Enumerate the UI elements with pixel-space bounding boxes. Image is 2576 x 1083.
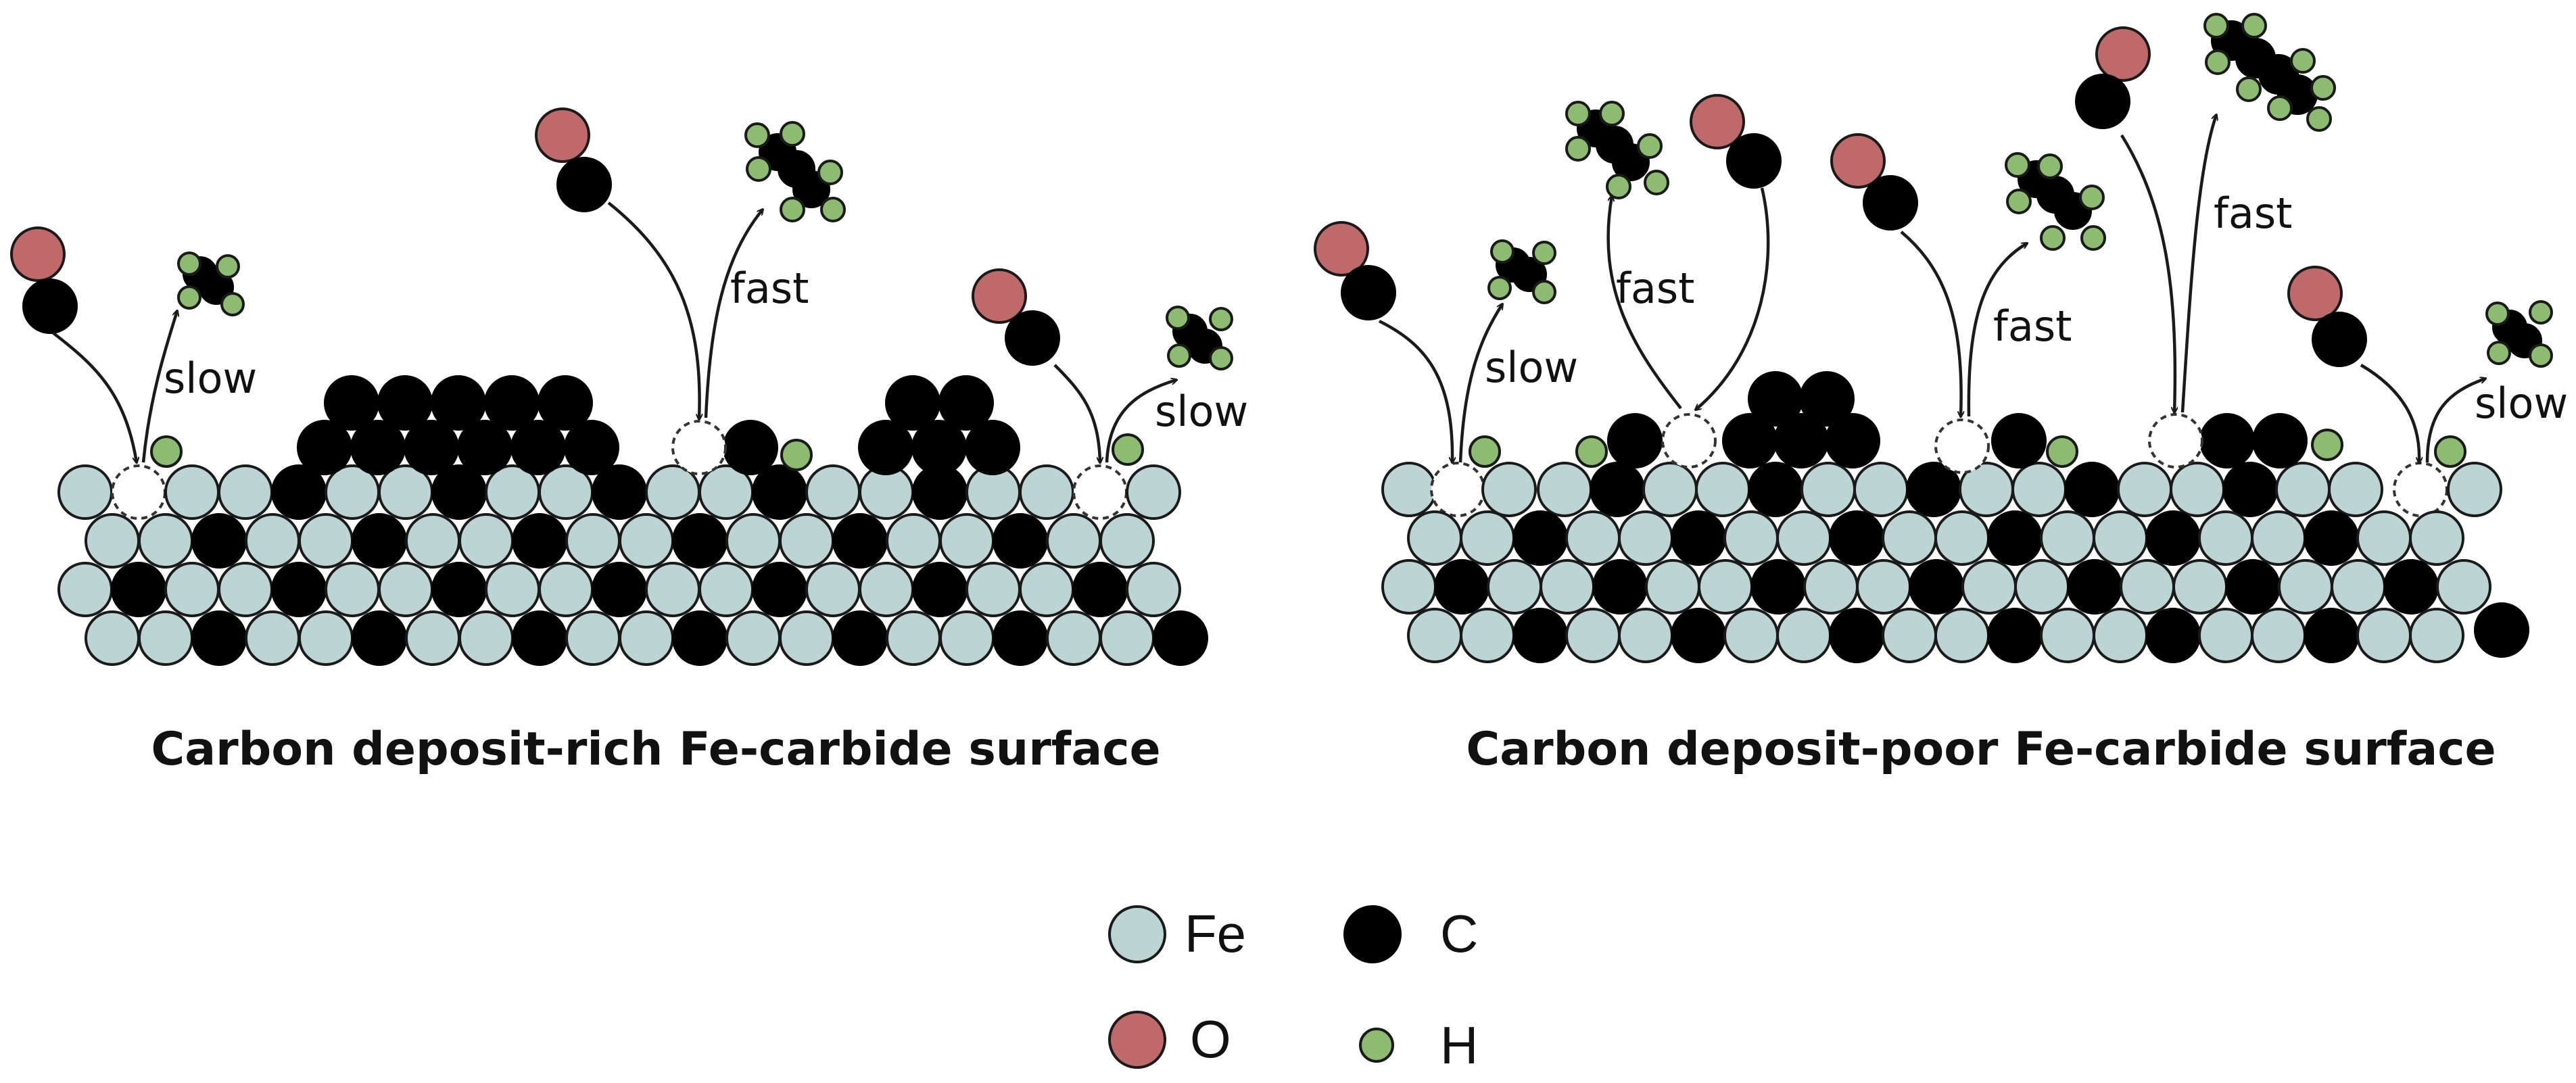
vacancy [1934,418,1990,474]
right-panel-caption: Carbon deposit-poor Fe-carbide surface [1466,723,2496,776]
o-label: O [1190,1009,1231,1069]
slow-label: slow [164,354,257,403]
oxygen-atom [10,226,66,282]
carbon-atom [1341,265,1396,320]
carbon-atom [1005,310,1060,366]
oxygen-atom [2095,26,2151,82]
oxygen-atom [2287,266,2343,321]
left-site-a-slow: slow [10,226,257,468]
hydrogen-atom [780,439,813,471]
oxygen-atom [972,268,1027,324]
hydrocarbon-product [744,121,846,222]
vacancy [1072,464,1128,520]
h-swatch [1359,1028,1394,1063]
right-site-3-fast: fast [1830,133,2106,416]
right-site-2-fast: fast [1565,94,1782,410]
vacancy [111,464,166,520]
oxygen-atom [1830,133,1886,189]
left-lattice [57,464,1208,666]
fast-label: fast [730,264,809,313]
vacancy [1661,413,1717,468]
fast-label: fast [2214,189,2292,238]
hydrocarbon-product [1166,306,1233,370]
left-panel: slow fast slow [10,107,1248,776]
fe-label: Fe [1185,904,1246,963]
oxygen-atom [1690,94,1745,149]
right-surface-hydrogens [1469,429,2466,468]
carbon-atom [556,157,612,212]
oxygen-atom [1314,221,1369,276]
right-site-4-fast: fast [2075,13,2336,412]
fast-label: fast [1993,302,2072,351]
hydrocarbon-product [177,251,245,316]
hydrogen-atom [1112,433,1144,466]
right-panel: slow fast fast [1314,13,2568,776]
left-panel-caption: Carbon deposit-rich Fe-carbide surface [151,723,1160,776]
carbon-atom [22,279,78,334]
vacancy [1430,462,1485,517]
hydrocarbon-product [2203,13,2336,132]
right-site-1-slow: slow [1314,221,1578,462]
vacancy [2148,413,2203,468]
slow-label: slow [1485,343,1578,392]
fast-label: fast [1616,264,1694,313]
legend-item-fe: Fe [1108,904,1246,963]
h-label: H [1440,1015,1478,1075]
carbon-atom [2312,312,2367,367]
fe-swatch [1108,905,1166,963]
hydrogen-atom [150,435,183,468]
right-carbon-deposits [1607,371,2308,468]
legend-item-h: H [1359,1015,1478,1075]
slow-label: slow [1155,387,1248,436]
right-lattice [1381,462,2529,663]
carbon-atom [1726,133,1782,189]
left-carbon-deposits [297,375,1020,475]
legend-item-o: O [1108,1009,1231,1069]
vacancy [671,420,727,475]
left-site-b-fast: fast [535,107,846,475]
c-label: C [1440,904,1478,963]
vacancy [2393,462,2448,517]
right-surface-vacancies [1661,413,2203,474]
carbon-atom [1863,175,1918,231]
hydrocarbon-product [2485,300,2553,368]
hydrocarbon-product [2005,152,2106,251]
left-site-c-slow: slow [972,268,1248,466]
hydrocarbon-product [1487,239,1556,304]
slow-label: slow [2475,379,2568,428]
carbon-atom [2075,74,2130,129]
legend: Fe C O H [1108,904,1478,1075]
hydrocarbon-product [1565,101,1669,199]
c-swatch [1343,905,1402,963]
right-site-5-slow: slow [2287,266,2568,462]
o-swatch [1108,1011,1166,1069]
legend-item-c: C [1343,904,1478,963]
oxygen-atom [535,107,590,163]
